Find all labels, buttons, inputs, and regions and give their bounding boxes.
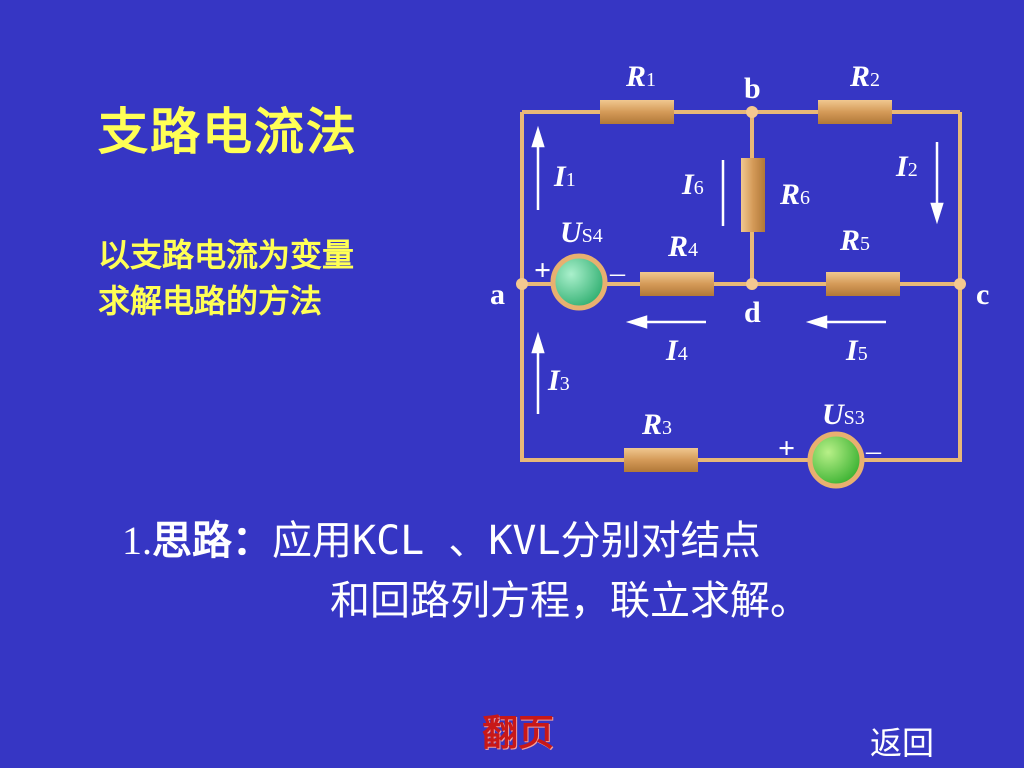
us4-plus-sign: + bbox=[534, 254, 551, 287]
label-i4: I4 bbox=[665, 334, 688, 367]
label-r6: R6 bbox=[779, 178, 810, 211]
us3-minus-sign: – bbox=[865, 434, 882, 467]
label-us3: US3 bbox=[822, 398, 865, 431]
resistor-r3 bbox=[624, 448, 698, 472]
resistor-r6 bbox=[741, 158, 765, 232]
arrow-i2 bbox=[930, 142, 944, 225]
node-label-b: b bbox=[744, 72, 761, 105]
approach-line-1: 1.思路：应用KCL 、KVL分别对结点 bbox=[122, 508, 761, 566]
label-i2: I2 bbox=[895, 150, 918, 183]
resistor-r1 bbox=[600, 100, 674, 124]
node-label-d: d bbox=[744, 296, 761, 329]
label-r4: R4 bbox=[667, 230, 698, 263]
label-i3: I3 bbox=[547, 364, 570, 397]
label-us4: US4 bbox=[560, 216, 603, 249]
label-i1: I1 bbox=[553, 160, 576, 193]
label-i6: I6 bbox=[681, 168, 704, 201]
label-i5: I5 bbox=[845, 334, 868, 367]
subtitle-line-1: 以支路电流为变量 bbox=[98, 236, 355, 274]
us3-plus-sign: + bbox=[778, 432, 795, 465]
label-r1: R1 bbox=[625, 60, 656, 93]
resistor-r2 bbox=[818, 100, 892, 124]
node-label-c: c bbox=[976, 278, 989, 311]
source-us4 bbox=[550, 253, 608, 311]
node-dot-d bbox=[746, 278, 758, 290]
approach-number: 1. bbox=[122, 518, 152, 563]
source-us3 bbox=[807, 431, 865, 489]
circuit-diagram: R1 R2 R6 R4 R5 R3 I1 I2 I6 I3 I4 bbox=[490, 60, 989, 489]
us4-minus-sign: – bbox=[609, 256, 626, 289]
node-dot-a bbox=[516, 278, 528, 290]
slide-title: 支路电流法 bbox=[98, 103, 358, 161]
label-r2: R2 bbox=[849, 60, 880, 93]
next-page-button[interactable]: 翻页 bbox=[482, 713, 555, 754]
node-label-a: a bbox=[490, 278, 505, 311]
arrow-i1 bbox=[531, 125, 545, 210]
arrow-i5 bbox=[805, 315, 886, 329]
node-dot-c bbox=[954, 278, 966, 290]
approach-text-1: 应用KCL 、KVL分别对结点 bbox=[272, 518, 761, 564]
label-r3: R3 bbox=[641, 408, 672, 441]
node-dot-b bbox=[746, 106, 758, 118]
back-button[interactable]: 返回 bbox=[870, 724, 935, 762]
subtitle-line-2: 求解电路的方法 bbox=[98, 282, 323, 320]
approach-line-2: 和回路列方程，联立求解。 bbox=[330, 578, 810, 624]
arrow-i4 bbox=[625, 315, 706, 329]
arrow-i3 bbox=[531, 331, 545, 414]
slide-subtitle: 以支路电流为变量 求解电路的方法 bbox=[98, 232, 354, 324]
resistor-r4 bbox=[640, 272, 714, 296]
approach-label: 思路： bbox=[152, 518, 272, 564]
resistor-r5 bbox=[826, 272, 900, 296]
label-r5: R5 bbox=[839, 224, 870, 257]
